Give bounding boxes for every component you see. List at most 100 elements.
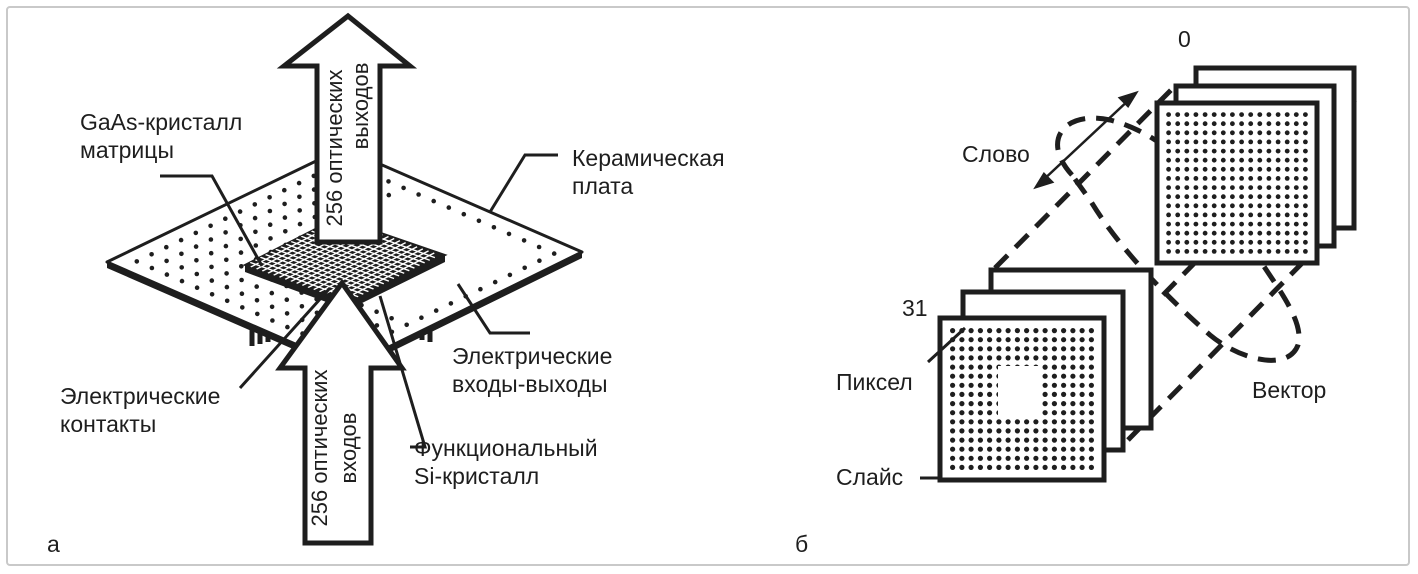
pixel-dot (968, 410, 974, 416)
pixel-dot (1275, 139, 1281, 145)
plate-dot (270, 318, 275, 323)
chip-shadow (245, 255, 445, 310)
pixel-dot (1070, 337, 1076, 343)
plate-dot (194, 271, 200, 277)
pixel-dot (1266, 221, 1272, 227)
pixel-dot (1266, 148, 1272, 154)
panel-letter-b: б (795, 531, 808, 557)
pixel-dot (1239, 121, 1244, 127)
pixel-dot (1248, 203, 1254, 209)
pixel-dot (977, 455, 984, 461)
pixel-dot (1248, 249, 1254, 254)
pixel-dot (950, 364, 956, 370)
pixel-dot (1266, 194, 1272, 200)
plate-dot (253, 243, 259, 248)
pixel-dot (987, 355, 993, 361)
pixel-dot (1070, 401, 1076, 407)
input-arrow-text-1: 256 оптических (307, 370, 332, 527)
pixel-dot (1293, 148, 1299, 154)
pixel-dot (968, 382, 974, 388)
label-word: Слово (962, 141, 1030, 167)
pixel-dot (1257, 166, 1263, 172)
pixel-dot (1061, 346, 1067, 352)
pixel-dot (1014, 337, 1021, 343)
pixel-dot (1220, 139, 1226, 145)
pixel-dot (1079, 355, 1085, 361)
pixel-dot (1266, 230, 1272, 236)
label-electric-io-1: Электрические (452, 343, 612, 369)
pixel-dot (1211, 239, 1217, 245)
pixel-dot (1266, 239, 1272, 245)
plate-dot (386, 192, 392, 198)
pixel-dot (987, 446, 993, 452)
pixel-dot (1088, 419, 1094, 425)
pixel-dot (977, 355, 984, 361)
pixel-dot (1220, 230, 1226, 236)
pixel-dot (1230, 203, 1235, 209)
pixel-dot (1061, 401, 1067, 407)
plate-dot (208, 223, 213, 229)
pixel-dot (996, 446, 1002, 452)
pixel-dot (968, 455, 974, 461)
plate-dot (476, 218, 482, 224)
pixel-dot (1230, 112, 1235, 117)
pixel-dot (996, 419, 1002, 425)
pixel-dot (977, 428, 984, 434)
pixel-dot (1166, 121, 1171, 127)
pixel-dot (1248, 157, 1254, 163)
pixel-dot (1193, 130, 1199, 136)
pixel-dot (1166, 139, 1171, 145)
pixel-dot (1088, 401, 1094, 407)
pixel-dot (977, 328, 984, 334)
plate-dot (238, 250, 244, 255)
pixel-dot (1014, 437, 1021, 443)
pixel-dot (1166, 176, 1171, 181)
pixel-dot (1166, 185, 1171, 191)
word-arrow (1033, 90, 1139, 190)
pixel-dot (1230, 157, 1235, 163)
pixel-dot (1184, 203, 1190, 209)
pixel-dot (1024, 355, 1030, 361)
pixel-dot (1079, 337, 1085, 343)
pixel-dot (1051, 437, 1057, 443)
pixel-dot (1042, 446, 1048, 452)
pixel-dot (968, 464, 974, 470)
pixel-dot (1202, 185, 1208, 191)
plate-dot (478, 286, 483, 292)
pixel-dot (1303, 239, 1308, 245)
pixel-dot (977, 364, 984, 370)
pixel-dot (1175, 176, 1181, 181)
plate-dot (492, 279, 498, 285)
pixel-dot (1303, 148, 1308, 154)
pixel-dot (1284, 185, 1290, 191)
pixel-dot (1193, 239, 1199, 245)
pixel-dot (1284, 221, 1290, 227)
pixel-dot (1042, 382, 1048, 388)
pixel-dot (1079, 464, 1085, 470)
pixel-dot (1024, 346, 1030, 352)
pixel-dot (1193, 139, 1199, 145)
pixel-dot (968, 328, 974, 334)
pixel-dot (1275, 112, 1281, 117)
pixel-dot (1042, 455, 1048, 461)
plate-dot (282, 215, 288, 220)
pixel-dot (1175, 157, 1181, 163)
pixel-dot (1284, 166, 1290, 172)
pixel-dot (1005, 437, 1011, 443)
pixel-dot (1014, 355, 1021, 361)
pixel-dot (1079, 328, 1085, 334)
pixel-dot (1193, 112, 1199, 117)
pixel-dot (1257, 148, 1263, 154)
pixel-dot (950, 401, 956, 407)
pixel-dot (1202, 203, 1208, 209)
pixel-dot (950, 355, 956, 361)
pixel-dot (1257, 157, 1263, 163)
pixel-dot (1257, 130, 1263, 136)
pixel-dot (1088, 355, 1094, 361)
pixel-dot (1166, 130, 1171, 136)
pixel-dot (959, 437, 965, 443)
pixel-dot (1070, 382, 1076, 388)
pixel-dot (1211, 166, 1217, 172)
pixel-dot (1033, 419, 1039, 425)
